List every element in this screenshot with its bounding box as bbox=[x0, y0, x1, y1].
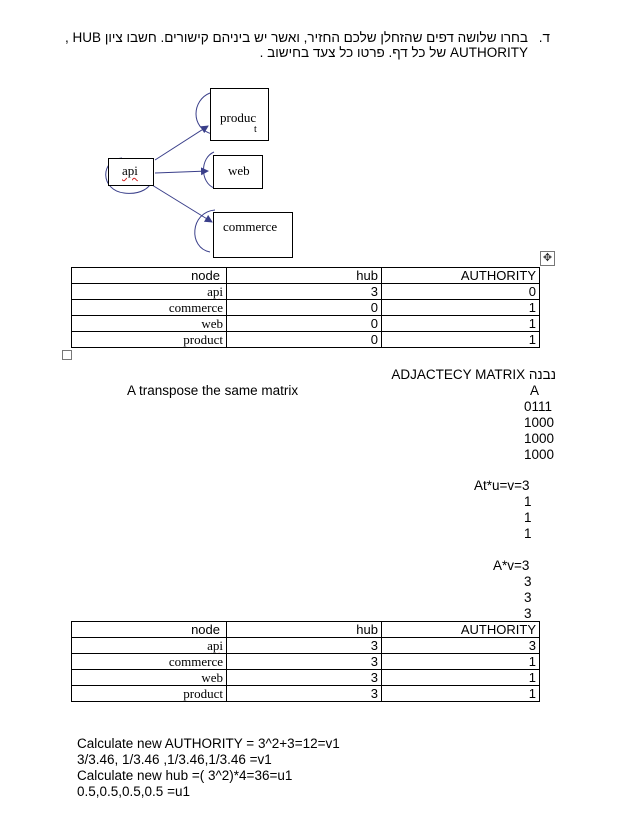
matrix-transpose-note: A transpose the same matrix bbox=[127, 383, 298, 398]
calc1-head: At*u=v=3 bbox=[474, 478, 530, 493]
matrix-title: נבנה ADJACTECY MATRIX bbox=[391, 367, 556, 382]
table-header-row: node hub AUTHORITY bbox=[71, 621, 540, 638]
table-row: api 3 0 bbox=[71, 283, 540, 300]
node-web: web bbox=[213, 155, 263, 189]
footer-line-authority: Calculate new AUTHORITY = 3^2+3=12=v1 bbox=[77, 736, 340, 751]
calc2-value: 3 bbox=[524, 574, 532, 589]
cell-authority: 1 bbox=[381, 669, 540, 686]
cell-hub: 0 bbox=[226, 299, 382, 316]
cell-node: api bbox=[207, 638, 223, 653]
footer-line-v1: 3/3.46, 1/3.46 ,1/3.46,1/3.46 =v1 bbox=[77, 752, 272, 767]
table-row: web 0 1 bbox=[71, 315, 540, 332]
cell-hub: 3 bbox=[226, 637, 382, 654]
calc1-value: 1 bbox=[524, 526, 532, 541]
cell-authority: 3 bbox=[381, 637, 540, 654]
edge-api-commerce bbox=[151, 184, 213, 223]
edge-api-product bbox=[154, 125, 209, 161]
node-api: api bbox=[108, 158, 154, 186]
matrix-row: 1000 bbox=[524, 447, 555, 462]
cell-authority: 0 bbox=[381, 283, 540, 300]
question-line-2: AUTHORITY של כל דף. פרטו כל צעד בחישוב . bbox=[259, 45, 528, 60]
footer-line-u1: 0.5,0.5,0.5,0.5 =u1 bbox=[77, 784, 190, 799]
cell-hub: 3 bbox=[226, 669, 382, 686]
node-commerce-label: commerce bbox=[223, 219, 278, 234]
cell-authority: 1 bbox=[381, 331, 540, 348]
footer-line-hub: Calculate new hub =( 3^2)*4=36=u1 bbox=[77, 768, 293, 783]
cell-node: commerce bbox=[71, 299, 227, 316]
cell-hub: 3 bbox=[226, 653, 382, 670]
matrix-label: A bbox=[530, 383, 540, 398]
cell-node: web bbox=[71, 669, 227, 686]
transpose-note-text: A transpose the same matrix bbox=[127, 383, 299, 398]
matrix-row: 0111 bbox=[524, 399, 553, 414]
cell-hub: 0 bbox=[226, 315, 382, 332]
table-row: web 3 1 bbox=[71, 669, 540, 686]
cell-node: web bbox=[71, 315, 227, 332]
header-hub: hub bbox=[226, 621, 382, 638]
table-header-row: node hub AUTHORITY bbox=[71, 267, 540, 284]
cell-authority: 1 bbox=[381, 299, 540, 316]
table-row: api 3 3 bbox=[71, 637, 540, 654]
node-commerce: commerce bbox=[213, 212, 293, 258]
node-product: produc t bbox=[210, 88, 269, 141]
table-resize-handle[interactable] bbox=[62, 350, 72, 360]
table-row: product 0 1 bbox=[71, 331, 540, 348]
table-move-handle[interactable]: ✥ bbox=[540, 251, 555, 266]
cell-authority: 1 bbox=[381, 653, 540, 670]
table-row: commerce 3 1 bbox=[71, 653, 540, 670]
node-product-label-tail: t bbox=[254, 124, 257, 135]
cell-hub: 0 bbox=[226, 331, 382, 348]
table-row: commerce 0 1 bbox=[71, 299, 540, 316]
cell-authority: 1 bbox=[381, 685, 540, 702]
question-line-1: בחרו שלושה דפים שהזחלן שלכם החזיר, ואשר … bbox=[65, 30, 528, 45]
header-authority: AUTHORITY bbox=[381, 267, 540, 284]
matrix-row: 1000 bbox=[524, 415, 555, 430]
header-node: node bbox=[71, 267, 227, 284]
calc1-value: 1 bbox=[524, 494, 532, 509]
matrix-row: 1000 bbox=[524, 431, 555, 446]
cell-hub: 3 bbox=[226, 283, 382, 300]
calc2-value: 3 bbox=[524, 590, 532, 605]
cell-hub: 3 bbox=[226, 685, 382, 702]
calc2-value: 3 bbox=[524, 606, 532, 621]
node-product-label: produc bbox=[220, 110, 257, 125]
header-node: node bbox=[71, 621, 227, 638]
cell-authority: 1 bbox=[381, 315, 540, 332]
cell-node: product bbox=[71, 331, 227, 348]
question-marker: ד. bbox=[538, 30, 550, 45]
cell-node: commerce bbox=[71, 653, 227, 670]
edge-api-web bbox=[154, 167, 209, 176]
header-authority: AUTHORITY bbox=[381, 621, 540, 638]
calc1-value: 1 bbox=[524, 510, 532, 525]
cell-node: product bbox=[71, 685, 227, 702]
cell-node: api bbox=[207, 284, 223, 299]
table-row: product 3 1 bbox=[71, 685, 540, 702]
calc2-head: A*v=3 bbox=[493, 558, 530, 573]
commerce-self-loop bbox=[194, 209, 216, 253]
node-api-label: api bbox=[122, 163, 138, 178]
scores-table-initial: node hub AUTHORITY api 3 0 commerce 0 1 … bbox=[71, 267, 540, 348]
scores-table-updated: node hub AUTHORITY api 3 3 commerce 3 1 … bbox=[71, 621, 540, 702]
header-hub: hub bbox=[226, 267, 382, 284]
node-web-label: web bbox=[228, 163, 250, 178]
